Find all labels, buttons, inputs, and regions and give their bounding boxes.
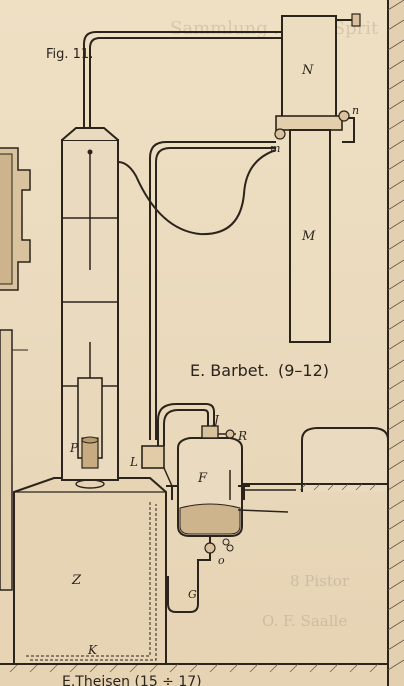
bleed-through-header: Sammlung ... der Sprit <box>170 18 379 39</box>
label-r: R <box>237 429 247 443</box>
figure-title-range: (9–12) <box>278 361 329 380</box>
label-l: L <box>129 455 138 469</box>
next-figure-caption-partial: E.Theisen (15 ÷ 17) <box>62 674 202 686</box>
label-m-upper: M <box>301 229 316 244</box>
label-f: F <box>197 471 208 486</box>
separator-l <box>141 403 215 487</box>
bleed-through-line-1: 8 Pistor <box>290 572 350 590</box>
label-p: P <box>69 441 79 455</box>
right-border-hatching <box>387 0 404 686</box>
label-n-lower: n <box>352 104 359 117</box>
figure-title: E. Barbet. <box>190 361 269 380</box>
label-j: J <box>211 413 220 427</box>
label-o: o <box>218 554 225 567</box>
vapour-pipe <box>83 31 282 128</box>
label-z: Z <box>71 573 82 588</box>
figure-number: Fig. 11. <box>46 47 93 62</box>
rectification-column <box>61 127 119 481</box>
storage-tank <box>290 427 389 492</box>
support-stands <box>166 485 250 500</box>
return-pipe <box>117 141 277 440</box>
label-m-lower: m <box>270 142 280 155</box>
floor <box>0 663 388 673</box>
label-k: K <box>87 643 98 657</box>
outlet-pipe <box>237 483 303 513</box>
label-g: G <box>188 588 197 601</box>
bleed-through-line-2: O. F. Saalle <box>262 612 347 630</box>
left-masonry <box>0 147 31 591</box>
label-n-upper: N <box>301 63 314 78</box>
condenser <box>274 13 361 343</box>
vessel-f <box>167 425 243 613</box>
boiler-z <box>13 477 167 665</box>
